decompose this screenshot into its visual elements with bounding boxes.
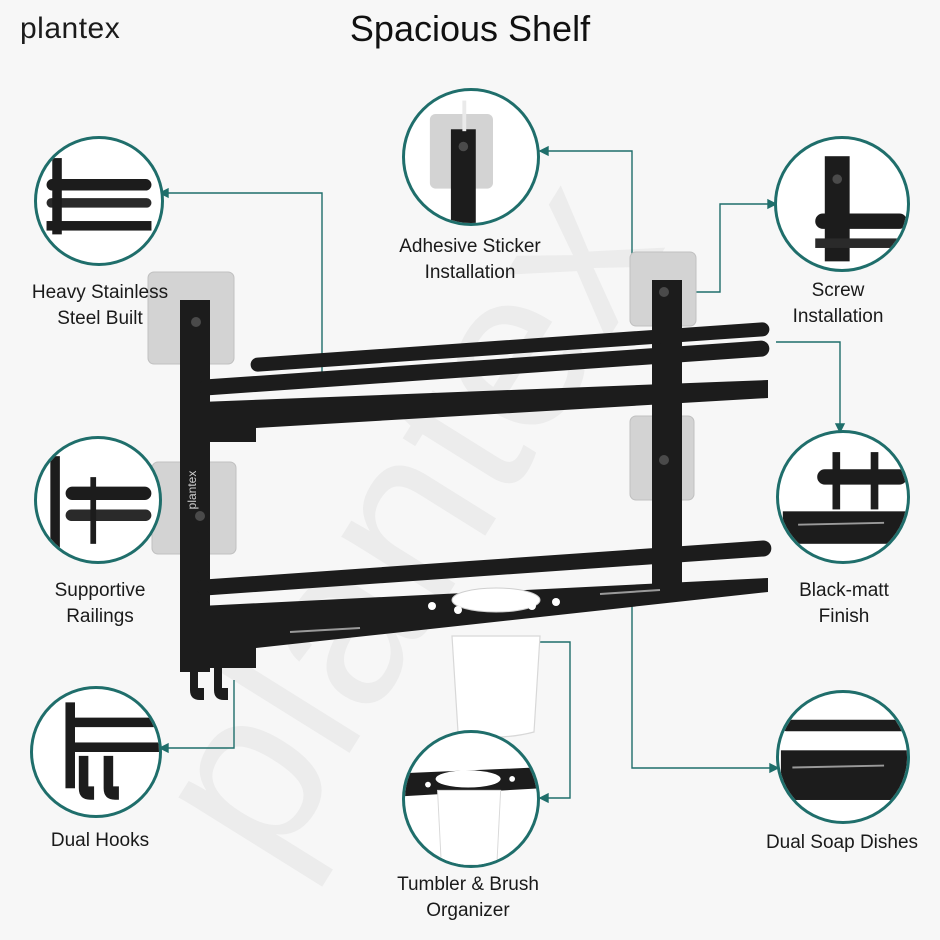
label-screw: Screw Installation <box>792 280 884 327</box>
label-adhesive: Adhesive Sticker Installation <box>399 236 541 283</box>
adhesive-pad-icon <box>429 100 493 223</box>
label-soap: Dual Soap Dishes <box>765 832 919 853</box>
screw-heads <box>191 287 669 521</box>
detail-railings-circle <box>34 436 162 564</box>
connector-lines <box>158 145 846 804</box>
soap-dish-icon <box>780 719 907 800</box>
label-railings: Supportive Railings <box>54 580 146 627</box>
label-tumbler: Tumbler & Brush Organizer <box>397 874 539 921</box>
steel-rail-icon <box>46 158 152 235</box>
detail-adhesive-circle <box>402 88 540 226</box>
label-heavy-steel: Heavy Stainless Steel Built <box>31 282 169 329</box>
tumbler-organizer-icon <box>405 767 537 865</box>
detail-finish-circle <box>776 430 910 564</box>
tumbler-hole <box>451 587 541 613</box>
tumbler-cup <box>451 635 541 738</box>
shelf-frame <box>180 280 772 700</box>
screw-mount-icon <box>815 156 907 262</box>
label-finish: Black-matt Finish <box>799 580 889 627</box>
detail-tumbler-circle <box>402 730 540 868</box>
detail-soap-circle <box>776 690 910 824</box>
detail-screw-circle <box>774 136 910 272</box>
hook-icon <box>65 702 159 800</box>
brush-slots <box>428 598 560 614</box>
railing-icon <box>50 456 152 552</box>
page-title: Spacious Shelf <box>349 8 591 49</box>
label-hooks: Dual Hooks <box>50 830 150 851</box>
matt-finish-icon <box>782 452 907 544</box>
soap-drain-slots <box>289 589 661 633</box>
brand-logo: plantex <box>20 12 121 45</box>
product-brand-mark: plantex <box>185 471 199 510</box>
detail-hooks-circle <box>30 686 162 818</box>
detail-heavy-steel-circle <box>34 136 164 266</box>
